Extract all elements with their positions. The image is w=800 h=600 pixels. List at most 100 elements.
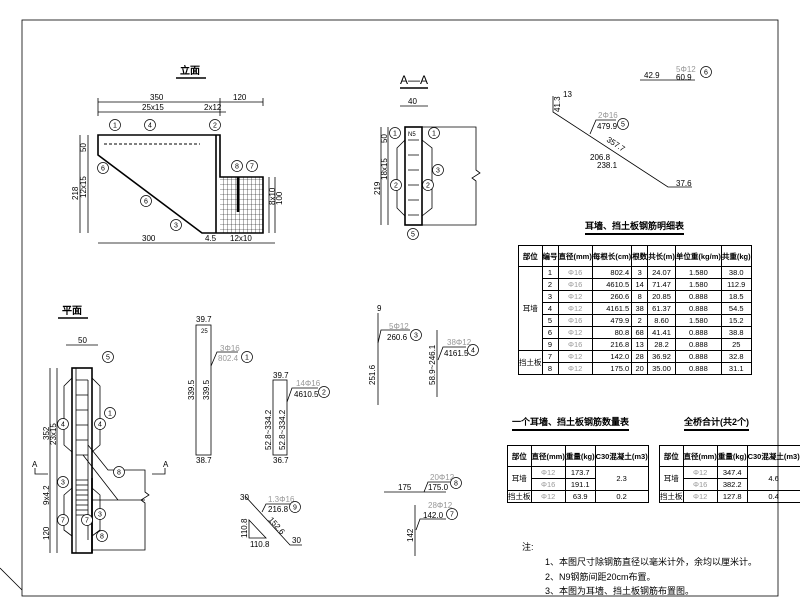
table-cell: 0.888 xyxy=(674,290,722,303)
qty-table-title: 一个耳墙、挡土板钢筋数量表 xyxy=(512,415,630,431)
svg-text:2: 2 xyxy=(322,390,326,397)
bar6-dim: 42.9 xyxy=(644,71,660,80)
svg-text:6: 6 xyxy=(101,166,105,173)
bar4-length: 4161.5 xyxy=(444,349,469,358)
bar7-length: 142.0 xyxy=(423,511,444,520)
table-cell: 8 xyxy=(631,290,649,303)
column-header: 重量(kg) xyxy=(716,445,748,467)
bar7-count: 28Φ12 xyxy=(428,501,453,510)
note-3: 3、本图为耳墙、挡土板钢筋布置图。 xyxy=(545,586,695,596)
plan-dim-50: 50 xyxy=(78,336,87,345)
bar8-count: 20Φ12 xyxy=(430,473,455,482)
diameter-cell: Φ12 xyxy=(682,490,718,503)
table-cell: 4610.5 xyxy=(591,278,633,291)
bar9-dim-d: 110.8 xyxy=(250,540,270,549)
bar-8-shape: 175 20Φ12 175.0 8 xyxy=(384,473,462,493)
table-cell: 8.60 xyxy=(647,314,676,327)
table-cell: 32.8 xyxy=(720,350,752,363)
elevation-title: 立面 xyxy=(180,64,200,77)
plan-view: 平面 A A 50 352 23x15 9x4.2 120 5 1 4 4 8 … xyxy=(32,305,169,554)
plan-wall-outline xyxy=(71,367,93,554)
table-cell: 80.8 xyxy=(591,326,633,339)
table-cell: 54.5 xyxy=(720,302,752,315)
weight-cell: 127.8 xyxy=(716,490,748,503)
dim-219: 219 xyxy=(373,181,382,195)
dim-25x15: 25x15 xyxy=(142,103,164,112)
column-header: 根数 xyxy=(631,245,649,267)
marker-1: 1 xyxy=(109,119,121,131)
label-n5: N5 xyxy=(408,132,416,138)
weight-cell: 382.2 xyxy=(716,478,748,491)
bar1-count: 3Φ16 xyxy=(220,344,240,353)
marker-2: 2 xyxy=(422,179,434,191)
table-cell: 3 xyxy=(541,290,559,303)
dim-40: 40 xyxy=(408,97,417,106)
svg-text:7: 7 xyxy=(85,518,89,525)
svg-text:4: 4 xyxy=(471,348,475,355)
svg-text:8: 8 xyxy=(117,470,121,477)
dim-300: 300 xyxy=(142,234,156,243)
dim-8x10: 8x10 xyxy=(268,187,277,205)
table-cell: 112.9 xyxy=(720,278,752,291)
bar2-top: 39.7 xyxy=(273,371,289,380)
marker-1: 1 xyxy=(389,127,401,139)
table-cell: 28.2 xyxy=(647,338,676,351)
table-cell: 5 xyxy=(541,314,559,327)
bar2-length: 4610.5 xyxy=(294,390,319,399)
marker-3: 3 xyxy=(94,508,106,520)
bar-7-shape: 142 28Φ12 142.0 7 xyxy=(406,501,458,556)
bar1-side: 339.5 xyxy=(187,379,196,400)
marker-3: 3 xyxy=(170,219,182,231)
note-1: 1、本图尺寸除钢筋直径以毫米计外，余均以厘米计。 xyxy=(545,557,758,567)
marker-3: 3 xyxy=(57,476,69,488)
bar2-side: 52.8~334.2 xyxy=(264,409,273,450)
marker-2: 2 xyxy=(390,179,402,191)
dim-120: 120 xyxy=(233,93,247,102)
section-title: A—A xyxy=(400,73,428,87)
svg-text:5: 5 xyxy=(106,355,110,362)
table-cell: 31.1 xyxy=(720,362,752,375)
table-cell: 7 xyxy=(541,350,559,363)
svg-text:4: 4 xyxy=(148,123,152,130)
group-label: 耳墙 xyxy=(518,266,543,351)
bar5-dim-d: 37.6 xyxy=(676,179,692,188)
table-cell: 25 xyxy=(720,338,752,351)
section-a-a-view: A—A 40 219 18x15 50 N5 1 1 2 2 3 5 xyxy=(373,73,481,240)
marker-5: 5 xyxy=(102,351,114,363)
marker-9: 9 xyxy=(289,501,301,513)
bar1-bottom: 38.7 xyxy=(196,456,212,465)
bar5-dim-c: 238.1 xyxy=(597,161,618,170)
marker-6: 6 xyxy=(700,66,712,78)
bar-9-shape: 30 152.6 110.8 110.8 30 1.3Φ16 216.8 9 xyxy=(240,493,302,549)
table-cell: 4161.5 xyxy=(591,302,633,315)
marker-8: 8 xyxy=(231,160,243,172)
marker-6: 6 xyxy=(140,195,152,207)
table-cell: 20 xyxy=(631,362,649,375)
dim-4-5: 4.5 xyxy=(205,234,217,243)
table-cell: 61.37 xyxy=(647,302,676,315)
table-cell: 41.41 xyxy=(647,326,676,339)
table-cell: 24.07 xyxy=(647,266,676,279)
column-header: 直径(mm) xyxy=(530,445,566,467)
table-cell: 216.8 xyxy=(591,338,633,351)
svg-text:4: 4 xyxy=(98,422,102,429)
marker-1: 1 xyxy=(104,407,116,419)
column-header: 编号 xyxy=(541,245,559,267)
bar2-inner: 52.8~334.2 xyxy=(278,409,287,450)
diameter-cell: Φ16 xyxy=(682,478,718,491)
svg-text:7: 7 xyxy=(61,518,65,525)
weight-cell: 63.9 xyxy=(564,490,596,503)
part-label: 耳墙 xyxy=(659,466,684,491)
concrete-cell: 0.4 xyxy=(746,490,800,503)
marker-7: 7 xyxy=(246,160,258,172)
table-cell: 1.580 xyxy=(674,314,722,327)
table-header-row: 部位直径(mm)重量(kg)C30混凝土(m3) xyxy=(659,445,800,467)
bar3-count: 5Φ12 xyxy=(389,322,409,331)
bar5-dim-a: 357.7 xyxy=(605,135,627,154)
